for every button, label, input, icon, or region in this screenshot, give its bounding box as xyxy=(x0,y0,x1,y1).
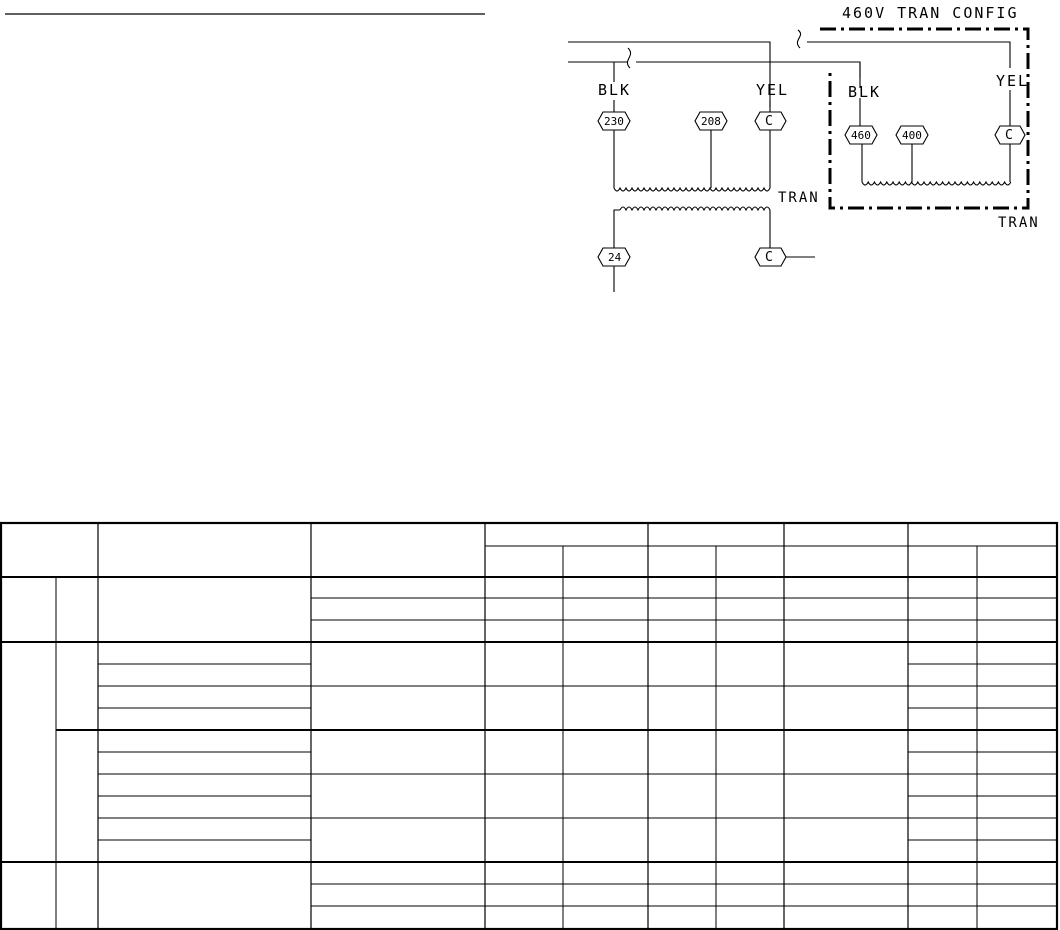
wire-crossover-break xyxy=(626,47,632,69)
terminal-label-secondary-common: C xyxy=(765,250,773,265)
config-wire-label-yel: YEL xyxy=(996,72,1029,90)
table-lines xyxy=(0,521,1059,930)
wire-label-yel: YEL xyxy=(756,81,789,99)
terminal-config-common-hex xyxy=(994,125,1026,145)
primary-coil xyxy=(613,186,771,192)
config-wire-label-blk: BLK xyxy=(848,83,881,101)
main-transformer xyxy=(568,41,861,292)
terminal-label-24: 24 xyxy=(608,251,622,264)
config-460v-box xyxy=(796,27,1030,210)
terminal-208-hex xyxy=(694,111,728,131)
config-yel-wire xyxy=(807,41,1011,68)
terminal-230-hex xyxy=(597,111,631,131)
config-title: 460V TRAN CONFIG xyxy=(842,4,1019,22)
wire-label-blk: BLK xyxy=(598,81,631,99)
secondary-left-lead xyxy=(613,209,620,248)
terminal-label-config-common: C xyxy=(1005,128,1013,143)
terminal-common-hex xyxy=(754,111,787,131)
secondary-coil xyxy=(619,206,771,212)
terminal-label-208: 208 xyxy=(701,115,721,128)
config-dashed-border xyxy=(820,27,1030,210)
config-primary-coil xyxy=(861,180,1012,186)
transformer-label: TRAN xyxy=(778,190,820,206)
config-wire-break xyxy=(796,29,802,49)
terminal-label-460: 460 xyxy=(851,129,871,142)
terminal-label-400: 400 xyxy=(902,129,922,142)
terminal-24-hex xyxy=(597,247,631,267)
terminal-460-hex xyxy=(844,125,878,145)
terminal-secondary-common-hex xyxy=(754,247,787,267)
table-border xyxy=(0,521,1059,930)
yel-supply-wire xyxy=(568,41,771,107)
config-transformer-label: TRAN xyxy=(998,215,1040,231)
terminal-label-common: C xyxy=(765,114,773,129)
terminal-400-hex xyxy=(895,125,929,145)
terminal-label-230: 230 xyxy=(604,115,624,128)
